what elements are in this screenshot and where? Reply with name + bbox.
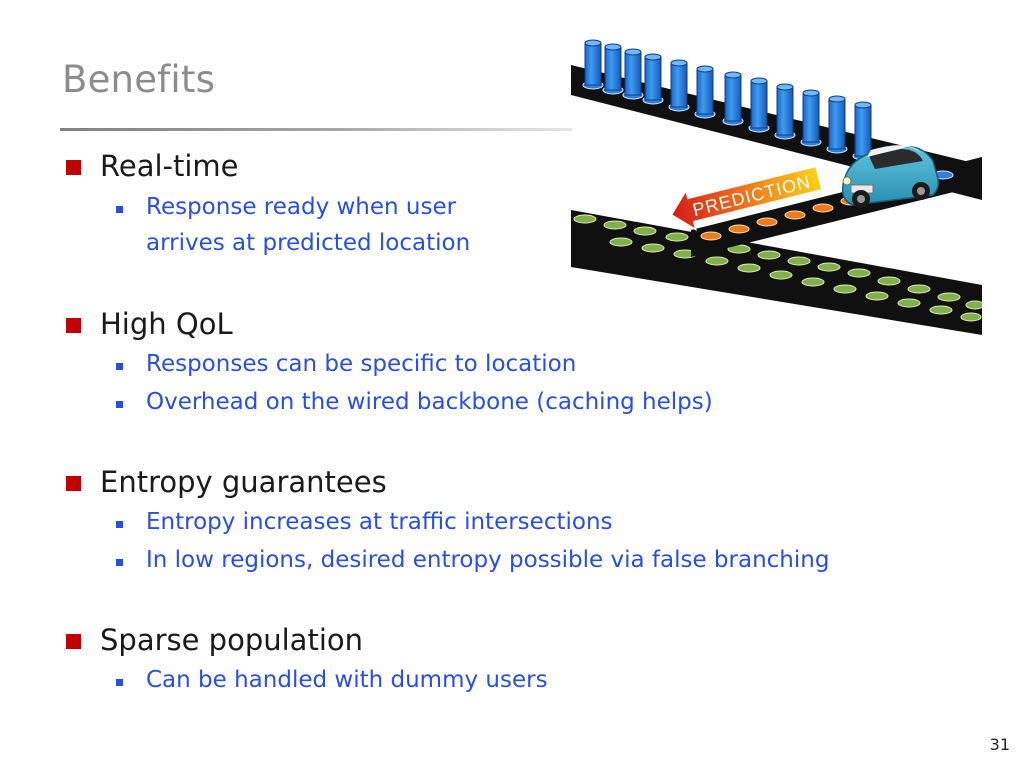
page-number: 31 — [989, 735, 1010, 754]
cylinder-icon — [670, 59, 688, 108]
bullet-marker-icon — [66, 634, 81, 649]
prediction-illustration: PREDICTION — [571, 39, 982, 335]
sub-bullet-text: In low regions, desired entropy possible… — [146, 547, 830, 573]
bullet-heading: Entropy guarantees — [100, 465, 387, 499]
sub-bullet-marker-icon — [116, 679, 123, 686]
cylinder-icon — [724, 71, 742, 122]
lower-road-icon — [571, 210, 982, 335]
bullet-heading: Real-time — [100, 149, 239, 183]
sub-bullet-text: Response ready when user — [146, 194, 457, 220]
sub-bullet-text: Entropy increases at traffic intersectio… — [146, 509, 613, 535]
sub-bullet-text: Overhead on the wired backbone (caching … — [146, 389, 713, 415]
sub-bullet-marker-icon — [116, 521, 123, 528]
cylinder-row-icon — [584, 39, 872, 157]
sub-bullet-text: Can be handled with dummy users — [146, 667, 548, 693]
cylinder-icon — [624, 48, 642, 96]
cylinder-icon — [584, 39, 602, 86]
sub-bullet-text-continuation: arrives at predicted location — [146, 230, 471, 256]
cylinder-icon — [604, 43, 622, 91]
car-icon — [841, 145, 940, 208]
title-underline — [60, 128, 572, 131]
bullet-heading: Sparse population — [100, 623, 363, 657]
cylinder-icon — [644, 53, 662, 101]
bullet-marker-icon — [66, 318, 81, 333]
sub-bullet-marker-icon — [116, 363, 123, 370]
sub-bullet-marker-icon — [116, 401, 123, 408]
cylinder-icon — [828, 95, 846, 150]
cylinder-icon — [776, 83, 794, 136]
slide-title: Benefits — [62, 58, 216, 101]
cylinder-icon — [802, 89, 820, 143]
bullet-heading: High QoL — [100, 307, 233, 341]
bullet-marker-icon — [66, 476, 81, 491]
cylinder-icon — [854, 101, 872, 157]
sub-bullet-marker-icon — [116, 206, 123, 213]
cylinder-icon — [696, 65, 714, 115]
sub-bullet-text: Responses can be specific to location — [146, 351, 577, 377]
bullet-marker-icon — [66, 160, 81, 175]
sub-bullet-marker-icon — [116, 559, 123, 566]
cylinder-icon — [750, 77, 768, 129]
